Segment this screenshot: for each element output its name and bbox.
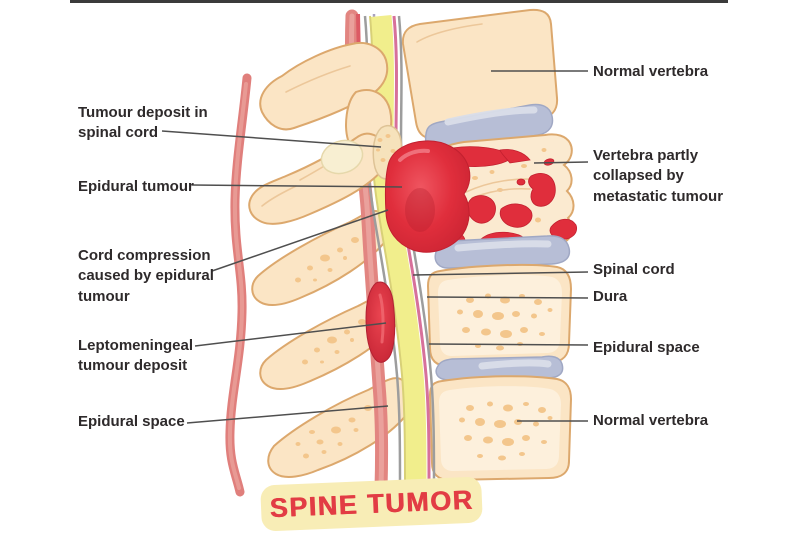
vertebra-normal-bottom (428, 375, 573, 482)
middle-vertebra-speckles (457, 293, 553, 351)
label-normal-vertebra-top: Normal vertebra (593, 63, 709, 80)
posterior-bone-complex (248, 42, 393, 225)
label-leptomeningeal-deposit: Leptomeningeal tumour deposit (78, 337, 194, 375)
leptomeningeal-tumour (365, 281, 396, 363)
vertebra-normal-middle (426, 263, 573, 368)
vertebral-artery (225, 73, 252, 497)
label-tumour-deposit-in-cord: Tumour deposit in spinal cord (78, 104, 208, 142)
bottom-vertebra-speckles (459, 401, 553, 461)
spinous-process-3 (267, 377, 414, 478)
title-badge: SPINE TUMOR (260, 476, 483, 532)
label-epidural-space-left: Epidural space (78, 413, 185, 430)
epidural-tumour-mass (384, 140, 471, 253)
label-dura: Dura (593, 288, 628, 305)
spinous-process-1 (251, 210, 392, 306)
disc-bottom (435, 355, 564, 381)
label-collapsed-vertebra: Vertebra partly collapsed by metastatic … (593, 147, 724, 205)
page-title: SPINE TUMOR (268, 484, 475, 523)
top-border-line (70, 0, 728, 3)
articular-facet (320, 139, 364, 175)
leader-lines (161, 70, 589, 424)
label-epidural-space-right: Epidural space (593, 339, 700, 356)
label-cord-compression: Cord compression caused by epidural tumo… (78, 247, 214, 305)
label-spinal-cord: Spinal cord (593, 261, 675, 278)
label-normal-vertebra-bottom: Normal vertebra (593, 412, 709, 429)
label-epidural-tumour: Epidural tumour (78, 178, 194, 195)
